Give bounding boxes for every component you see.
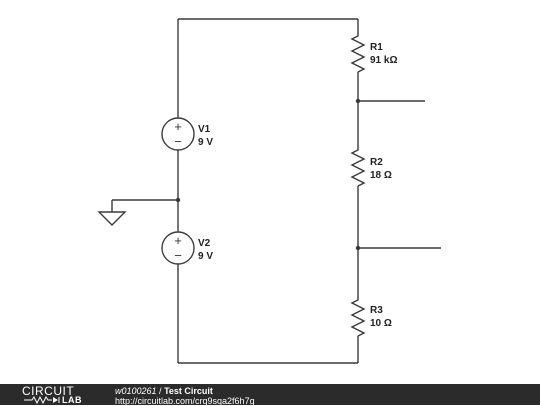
component-value: 18 Ω [370,170,392,181]
logo-top-text: CIRCUIT [22,384,75,398]
component-name: V1 [198,124,211,135]
circuit-schematic: + − V1 9 V + − V2 9 V R1 91 kΩ R2 18 Ω R… [97,18,441,364]
circuit-title[interactable]: Test Circuit [164,386,213,396]
component-value: 9 V [198,251,213,262]
logo-resistor-icon [24,396,60,404]
component-value: 9 V [198,137,213,148]
title-separator: / [156,386,165,396]
component-value: 91 kΩ [370,55,397,66]
component-value: 10 Ω [370,318,392,329]
component-name: R3 [370,305,383,316]
wires [111,18,441,364]
voltage-source-v1: + − V1 9 V [161,117,213,151]
plus-sign: + [174,233,182,248]
component-name: R1 [370,42,383,53]
source-circle [161,231,195,265]
component-name: R2 [370,157,383,168]
node-dot [355,245,361,251]
resistor-zigzag [350,146,366,187]
resistor-zigzag [350,32,366,73]
resistor-zigzag [350,296,366,337]
node-dot [355,98,361,104]
voltage-source-v2: + − V2 9 V [161,231,213,265]
ground-icon [97,211,127,226]
resistor-r3: R3 10 Ω [350,296,392,337]
minus-sign: − [174,134,182,149]
logo-bottom-text: LAB [62,395,82,405]
circuitlab-logo: CIRCUIT LAB [22,384,94,405]
circuit-url[interactable]: http://circuitlab.com/crq9sqa2f6h7g [115,396,255,406]
source-circle [161,117,195,151]
resistor-r1: R1 91 kΩ [350,32,397,73]
component-name: V2 [198,238,211,249]
node-dot [175,197,181,203]
circuit-title-line: w0100261 / Test Circuit [115,386,213,396]
plus-sign: + [174,119,182,134]
resistor-r2: R2 18 Ω [350,146,392,187]
minus-sign: − [174,248,182,263]
author-name[interactable]: w0100261 [115,386,157,396]
footer-bar: CIRCUIT LAB w0100261 / Test Circuit http… [0,384,540,406]
